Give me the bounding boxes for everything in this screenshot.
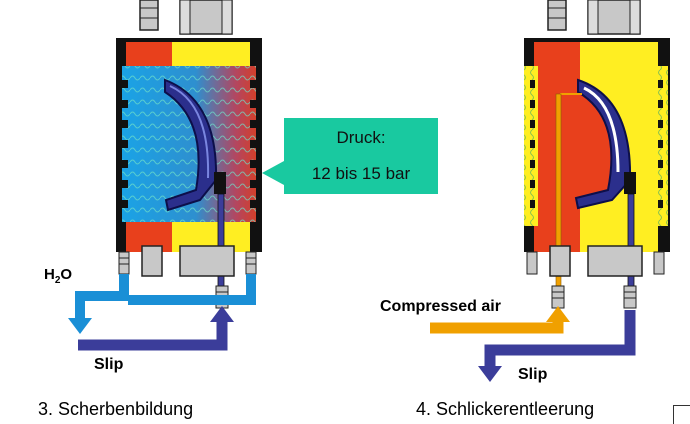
right-apparatus bbox=[430, 0, 670, 382]
left-slip-arrow bbox=[210, 306, 234, 322]
left-top-valve-1 bbox=[139, 0, 159, 31]
right-air-arrow bbox=[546, 306, 570, 322]
left-water-arrow bbox=[68, 318, 92, 334]
right-top-valve-1 bbox=[547, 0, 567, 31]
callout-line-1: Druck: bbox=[336, 128, 386, 147]
left-side-stripes bbox=[122, 80, 256, 208]
callout-pointer bbox=[262, 161, 284, 185]
slip-label-right: Slip bbox=[518, 366, 548, 383]
caption-left: 3. Scherbenbildung bbox=[38, 399, 194, 419]
left-water-nozzle-left bbox=[118, 251, 130, 275]
left-water-nozzle-right bbox=[245, 251, 257, 275]
compressed-air-label: Compressed air bbox=[380, 298, 501, 315]
left-top-valve-2 bbox=[179, 0, 233, 35]
corner-mark bbox=[673, 405, 690, 424]
left-slip-supply-pipe bbox=[78, 320, 228, 351]
right-slip-discharge-pipe bbox=[484, 310, 636, 368]
slip-label-left: Slip bbox=[94, 356, 124, 373]
h2o-label: H2O bbox=[44, 266, 72, 286]
right-slip-nozzle bbox=[623, 285, 637, 309]
pressure-callout: Druck: 12 bis 15 bar bbox=[284, 118, 438, 194]
right-air-nozzle bbox=[551, 285, 565, 309]
left-water-pipe bbox=[75, 274, 129, 320]
left-apparatus bbox=[68, 0, 262, 351]
right-top-valve-2 bbox=[587, 0, 641, 35]
right-mould-cavity bbox=[574, 78, 632, 210]
left-mould-cavity bbox=[164, 78, 218, 212]
callout-line-2: 12 bis 15 bar bbox=[311, 164, 411, 183]
h2o-h: H bbox=[44, 266, 55, 283]
caption-right: 4. Schlickerentleerung bbox=[416, 399, 595, 419]
h2o-sub: 2 bbox=[54, 275, 61, 286]
h2o-o: O bbox=[60, 266, 73, 283]
right-air-pipe bbox=[430, 322, 564, 334]
right-slip-arrow bbox=[478, 366, 502, 382]
